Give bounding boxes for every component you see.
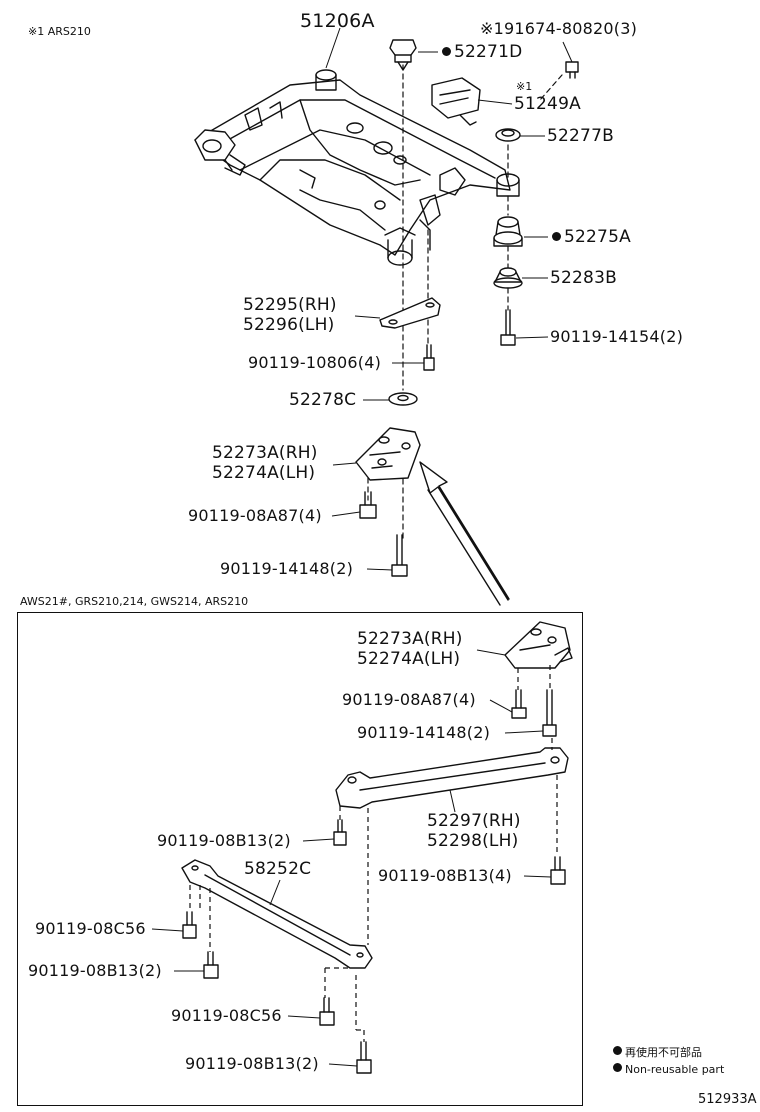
subframe-assembly bbox=[194, 69, 520, 266]
label-51249A: 51249A bbox=[514, 94, 581, 114]
label-52296: 52296(LH) bbox=[243, 315, 335, 335]
label-sub-90119-08B13-b: 90119-08B13(4) bbox=[378, 866, 512, 885]
part-52271D bbox=[389, 39, 417, 71]
label-90119-14148: 90119-14148(2) bbox=[220, 559, 354, 578]
header-note: ※1 ARS210 bbox=[28, 25, 91, 38]
label-52283B: 52283B bbox=[550, 268, 617, 288]
label-52275A-text: 52275A bbox=[564, 227, 631, 247]
label-52295: 52295(RH) bbox=[243, 295, 337, 315]
label-90119-08A87: 90119-08A87(4) bbox=[188, 506, 322, 525]
label-91674: ※191674-80820(3) bbox=[480, 19, 638, 38]
label-sub-52274A: 52274A(LH) bbox=[357, 649, 461, 669]
part-90119-14154 bbox=[500, 309, 516, 346]
part-52275A bbox=[493, 216, 523, 247]
subbox-title: AWS21#, GRS210,214, GWS214, ARS210 bbox=[20, 595, 249, 608]
part-58252C bbox=[181, 859, 373, 969]
label-52273A: 52273A(RH) bbox=[212, 443, 318, 463]
part-52273A-52274A bbox=[355, 427, 421, 481]
label-sub-90119-08C56-a: 90119-08C56 bbox=[35, 919, 146, 938]
non-reusable-dot bbox=[613, 1063, 622, 1072]
label-52274A: 52274A(LH) bbox=[212, 463, 316, 483]
part-52295-52296 bbox=[379, 297, 441, 329]
part-52297-52298 bbox=[335, 747, 569, 809]
label-52297: 52297(RH) bbox=[427, 811, 521, 831]
label-52271D: 52271D bbox=[442, 44, 522, 61]
label-52277B: 52277B bbox=[547, 126, 614, 146]
legend-jp-text: 再使用不可部品 bbox=[625, 1046, 702, 1059]
legend-jp: 再使用不可部品 bbox=[613, 1046, 702, 1058]
label-52278C: 52278C bbox=[289, 390, 357, 410]
figure-id: 512933A bbox=[698, 1092, 757, 1107]
part-51249A bbox=[431, 77, 481, 126]
label-51206A: 51206A bbox=[300, 10, 375, 32]
label-58252C: 58252C bbox=[244, 859, 312, 879]
non-reusable-dot bbox=[552, 232, 561, 241]
variant-subbox bbox=[17, 612, 583, 1106]
non-reusable-dot bbox=[613, 1046, 622, 1055]
part-52278C bbox=[388, 392, 418, 406]
label-sub-90119-08C56-b: 90119-08C56 bbox=[171, 1006, 282, 1025]
label-sub-90119-08A87: 90119-08A87(4) bbox=[342, 690, 476, 709]
label-sub-90119-08B13-a: 90119-08B13(2) bbox=[157, 831, 291, 850]
legend-en-text: Non-reusable part bbox=[625, 1063, 725, 1076]
label-52271D-text: 52271D bbox=[454, 42, 523, 62]
part-52277B bbox=[495, 128, 521, 142]
label-sub-52273A: 52273A(RH) bbox=[357, 629, 463, 649]
label-sub-90119-14148: 90119-14148(2) bbox=[357, 723, 491, 742]
label-sub-90119-08B13-c: 90119-08B13(2) bbox=[28, 961, 162, 980]
pointer-arrow bbox=[419, 461, 510, 606]
label-52275A: 52275A bbox=[552, 229, 631, 246]
non-reusable-dot bbox=[442, 47, 451, 56]
label-51249A-note: ※1 bbox=[516, 80, 533, 93]
label-90119-10806: 90119-10806(4) bbox=[248, 353, 382, 372]
legend-en: Non-reusable part bbox=[613, 1063, 724, 1075]
part-52283B bbox=[493, 267, 523, 289]
label-90119-14154: 90119-14154(2) bbox=[550, 327, 684, 346]
label-52298: 52298(LH) bbox=[427, 831, 519, 851]
label-sub-90119-08B13-d: 90119-08B13(2) bbox=[185, 1054, 319, 1073]
